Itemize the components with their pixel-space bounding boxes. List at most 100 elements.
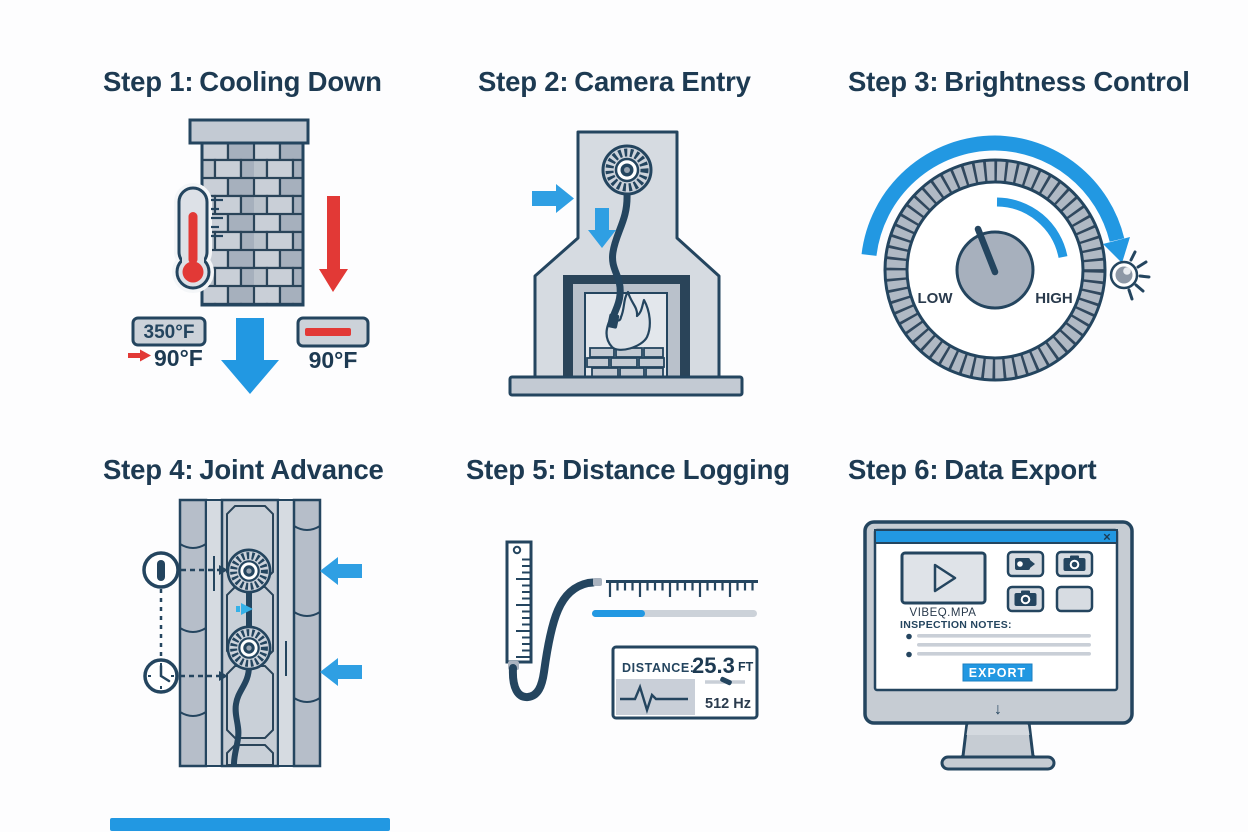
blue-down-arrow-icon (221, 318, 279, 394)
cooled-gauge-badge: 90°F (296, 316, 370, 373)
panel-step-2: Step 2:Camera Entry (416, 0, 832, 416)
blue-down-arrow-icon (588, 208, 616, 248)
step2-title-prefix: Step 2: (478, 66, 569, 97)
step6-title-name: Data Export (944, 454, 1097, 485)
step6-title: Step 6:Data Export (848, 454, 1097, 486)
step3-title: Step 3:Brightness Control (848, 66, 1190, 98)
monitor-stand (940, 721, 1056, 771)
step4-title-prefix: Step 4: (103, 454, 194, 485)
switch-callout (142, 551, 228, 589)
notes-lines (906, 633, 1091, 658)
export-button[interactable]: EXPORT (962, 663, 1033, 682)
flue-illustration (142, 498, 362, 768)
fire-bricks (586, 347, 665, 378)
distance-value: 25.3 (692, 653, 735, 678)
blank-button[interactable] (1055, 585, 1094, 613)
high-label: HIGH (1035, 290, 1073, 307)
export-button-label: EXPORT (969, 666, 1026, 680)
camera-button[interactable] (1006, 585, 1045, 613)
small-red-arrow-icon (128, 349, 151, 362)
cable-end-tip (593, 578, 602, 586)
bullet-dot (906, 651, 912, 658)
step5-title: Step 5:Distance Logging (466, 454, 790, 486)
close-icon[interactable]: ✕ (1103, 533, 1111, 544)
distance-readout-box: DISTANCE: 25.3 FT 512 Hz (611, 645, 759, 720)
hearth-base (508, 375, 744, 397)
blue-right-arrow-icon (532, 184, 574, 213)
thermometer-icon (172, 183, 223, 293)
distance-illustration: DISTANCE: 25.3 FT 512 Hz (505, 540, 759, 720)
power-bar-icon (157, 560, 165, 581)
panel-step-6: Step 6:Data Export ✕ VIBEQ.MPA (832, 416, 1248, 832)
dial-illustration: LOW HIGH (861, 135, 1151, 382)
step1-title-name: Cooling Down (199, 66, 382, 97)
window-titlebar (874, 529, 1118, 544)
panel-step-3: Step 3:Brightness Control LOW HIGH (832, 0, 1248, 416)
cooling-illustration: 350°F 90°F 90°F (128, 118, 370, 394)
start-temp-value: 350°F (144, 322, 195, 343)
camera-head-icon (603, 146, 651, 194)
step2-title: Step 2:Camera Entry (478, 66, 751, 98)
download-arrow-icon: ↓ (994, 701, 1002, 718)
final-temp-value: 90°F (309, 347, 358, 373)
fireplace-illustration (508, 130, 744, 397)
blue-left-arrow-icon (320, 658, 362, 686)
video-file-name: VIBEQ.MPA (910, 607, 977, 619)
progress-bar-fill (592, 610, 645, 617)
camera-cable (609, 190, 631, 322)
video-thumbnail[interactable] (900, 551, 987, 605)
step6-title-prefix: Step 6: (848, 454, 939, 485)
step3-title-prefix: Step 3: (848, 66, 939, 97)
step1-title: Step 1:Cooling Down (103, 66, 382, 98)
frequency-value: 512 Hz (705, 696, 751, 712)
decorative-blue-bar (110, 818, 390, 831)
distance-label: DISTANCE: (622, 661, 695, 675)
probe-cable (508, 578, 597, 701)
rotate-clockwise-arrow-icon (861, 135, 1130, 263)
step2-title-name: Camera Entry (574, 66, 751, 97)
distance-unit: FT (738, 660, 754, 674)
cable-tip (607, 313, 620, 329)
led-light-icon (1109, 250, 1151, 301)
ruler-icon (505, 540, 533, 664)
blue-left-arrow-icon (320, 557, 362, 585)
blue-joint-dash (236, 606, 240, 612)
camera-button[interactable] (1055, 550, 1094, 578)
inspection-notes-label: INSPECTION NOTES: (900, 619, 1012, 631)
panel-step-1: Step 1:Cooling Down (0, 0, 416, 416)
panel-step-4: Step 4:Joint Advance (0, 416, 416, 832)
step5-title-prefix: Step 5: (466, 454, 557, 485)
step4-title: Step 4:Joint Advance (103, 454, 384, 486)
camera-icon (1063, 558, 1086, 571)
target-temp-value: 90°F (154, 345, 203, 371)
clock-callout (143, 658, 228, 694)
chimney-icon (188, 118, 310, 307)
clock-hands-icon (159, 664, 171, 683)
bullet-dot (906, 633, 912, 640)
firebox (563, 275, 690, 378)
waveform-icon (620, 683, 688, 714)
monitor-illustration: ✕ VIBEQ.MPA (863, 520, 1134, 771)
media-buttons (1006, 550, 1094, 613)
step1-title-prefix: Step 1: (103, 66, 194, 97)
inner-blue-arc (996, 197, 1068, 258)
video-button[interactable] (1006, 550, 1045, 578)
play-icon (933, 563, 957, 593)
camera-head-icon (228, 550, 270, 592)
low-label: LOW (918, 290, 954, 307)
step4-title-name: Joint Advance (199, 454, 384, 485)
step5-title-name: Distance Logging (562, 454, 790, 485)
step3-title-name: Brightness Control (944, 66, 1190, 97)
red-down-arrow-icon (319, 196, 348, 292)
blue-joint-marker (241, 603, 253, 615)
slider-knob[interactable] (720, 676, 733, 686)
target-temp-label: 90°F (128, 345, 203, 371)
brightness-dial: LOW HIGH (883, 158, 1107, 382)
panel-step-5: Step 5:Distance Logging DISTANCE: 25.3 F… (416, 416, 832, 832)
progress-bar (592, 610, 757, 617)
measuring-scale (606, 580, 758, 599)
camera-icon (1014, 593, 1037, 606)
camera-head-icon (228, 627, 270, 669)
start-temp-badge: 350°F (131, 316, 207, 347)
